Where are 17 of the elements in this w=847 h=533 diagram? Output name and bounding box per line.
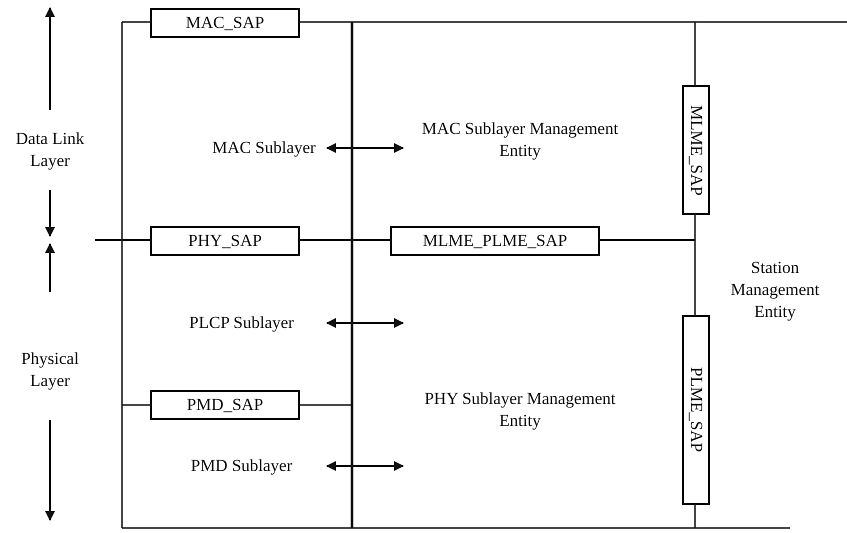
entity-label: Station Management Entity [715,245,835,335]
double-arrow [326,143,404,153]
sap-box: MLME_SAP [682,85,710,215]
sap-box: MAC_SAP [150,8,300,38]
sap-box: PLME_SAP [682,315,710,505]
sublayer-label: PMD Sublayer [160,454,323,478]
double-arrow [326,461,404,471]
entity-label: MAC Sublayer Management Entity [405,80,635,200]
entity-label: PHY Sublayer Management Entity [405,300,635,520]
sap-box: PHY_SAP [150,226,300,256]
sap-box: MLME_PLME_SAP [390,226,600,256]
sublayer-label: PLCP Sublayer [160,311,323,335]
layer-label: Physical Layer [5,340,95,400]
sublayer-label: MAC Sublayer [205,136,323,160]
double-arrow [326,318,404,328]
layer-label: Data Link Layer [5,110,95,190]
sap-box: PMD_SAP [150,390,300,420]
